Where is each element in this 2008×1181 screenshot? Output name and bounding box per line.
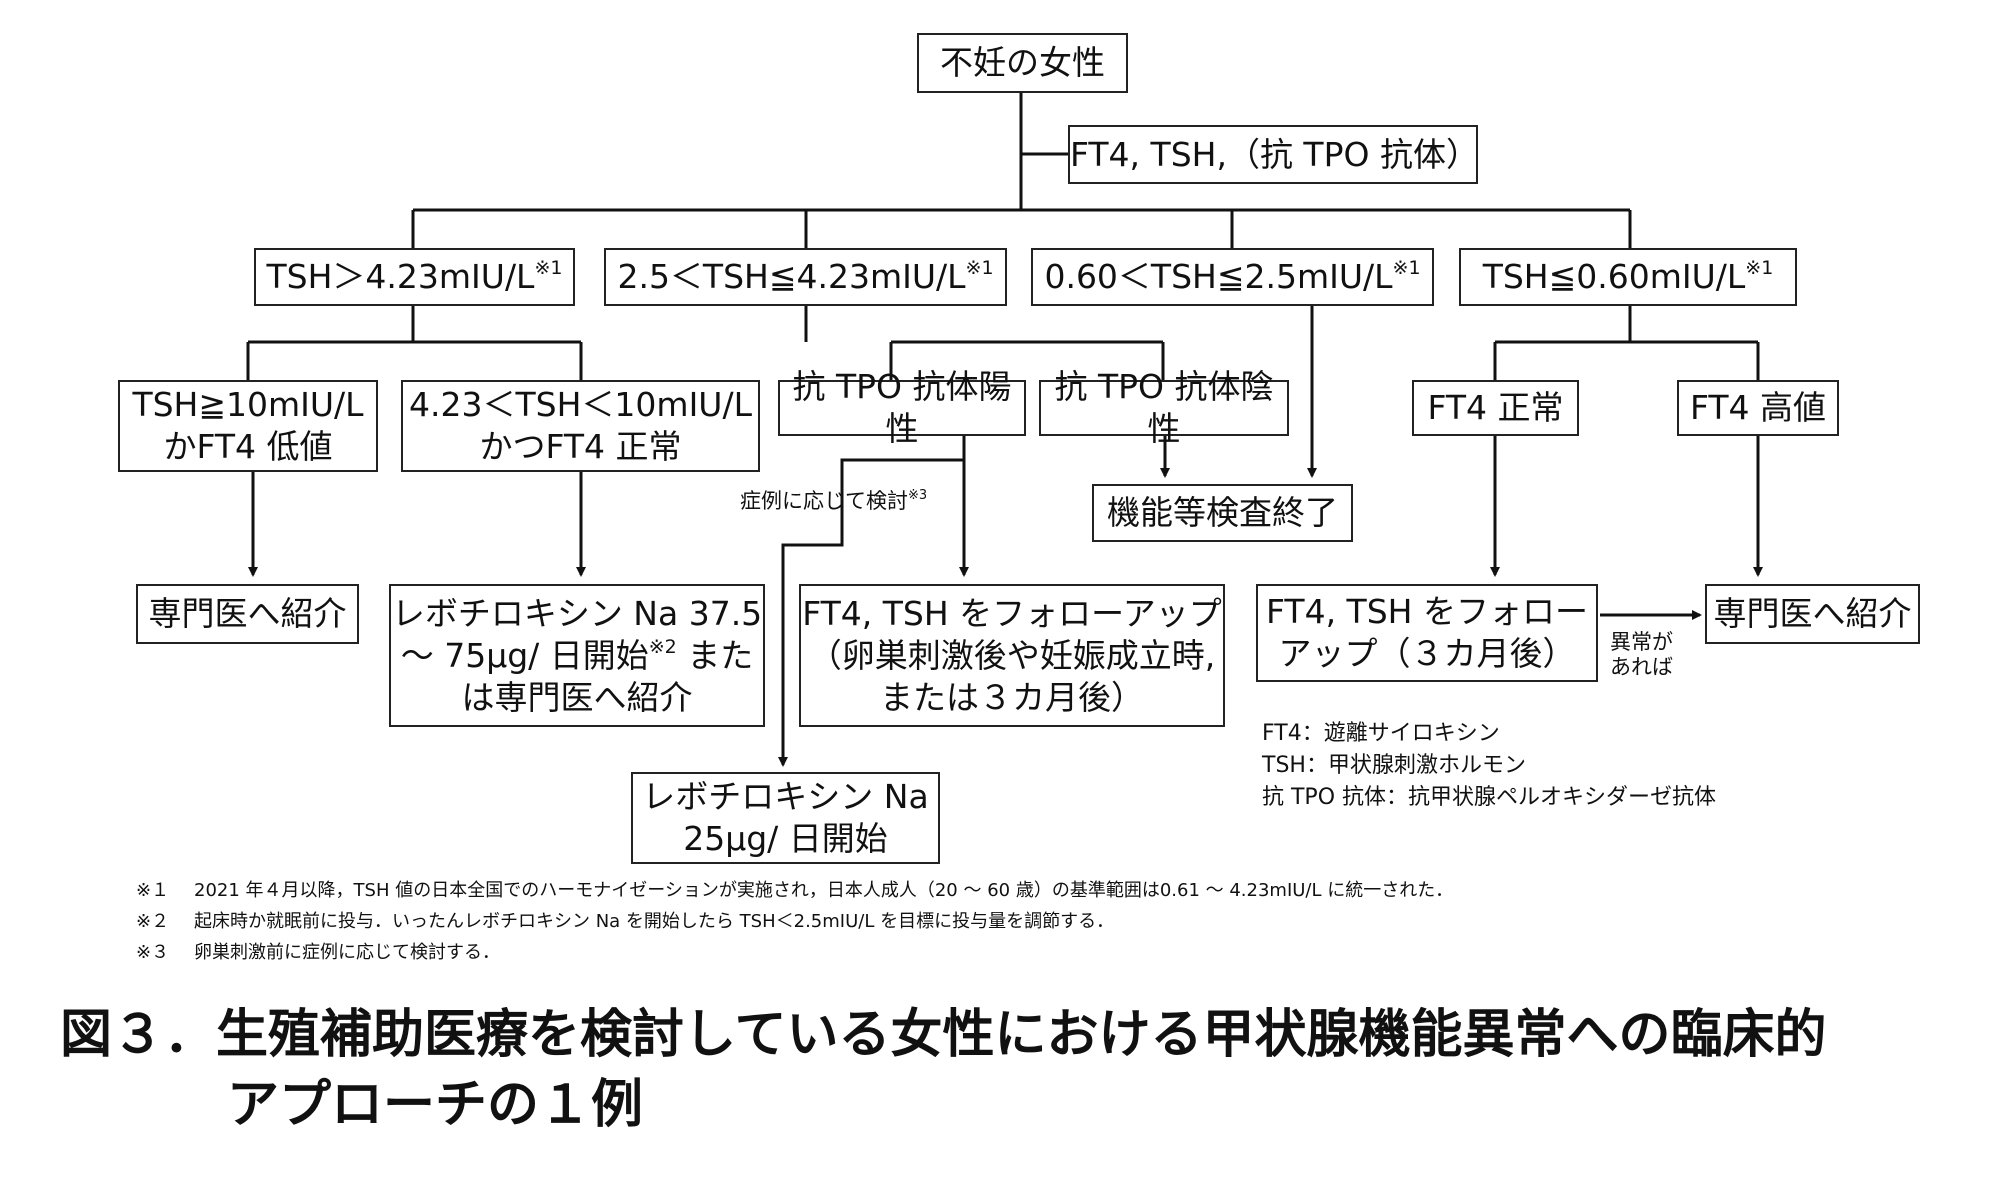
footnote-1-mark: ※１ [136, 880, 170, 901]
footnote-1-text: 2021 年４月以降，TSH 値の日本全国でのハーモナイゼーションが実施され，日… [194, 880, 1454, 901]
node-levo-range-line1: レボチロキシン Na 37.5 [391, 593, 763, 633]
node-tpo-negative-label: 抗 TPO 抗体陰性 [1054, 367, 1274, 448]
abbreviation-tpo: 抗 TPO 抗体：抗甲状腺ペルオキシダーゼ抗体 [1262, 785, 1717, 810]
node-tpo-negative: 抗 TPO 抗体陰性 [1039, 367, 1289, 448]
node-follow-mid-line3: または３カ月後） [880, 677, 1144, 717]
node-tsh-ge10-line2: かFT4 低値 [163, 427, 333, 466]
abbreviation-ft4: FT4：遊離サイロキシン [1262, 721, 1500, 746]
edge-label-case-by-case-text: 症例に応じて検討 [740, 489, 908, 513]
node-levo25-line2: 25µg/ 日開始 [683, 819, 888, 858]
node-tsh-mid-line2: かつFT4 正常 [479, 427, 682, 466]
figure-caption-line2: アプローチの１例 [227, 1075, 644, 1135]
arrow-case-by-case [778, 458, 964, 767]
figure-caption-line1: 図３．生殖補助医療を検討している女性における甲状腺機能異常への臨床的 [60, 1005, 1827, 1065]
footnote-3: ※３ 卵巣刺激前に症例に応じて検討する． [136, 940, 500, 966]
branch-tsh-low-label: TSH≦0.60mIU/L [1482, 257, 1746, 296]
high-split [246, 306, 583, 380]
edge-label-if-abnormal: 異常が あれば [1610, 630, 1673, 680]
node-tsh-mid-line1: 4.23＜TSH＜10mIU/L [409, 385, 752, 424]
footnote-ref: ※1 [965, 257, 994, 279]
node-test-end: 機能等検査終了 [1092, 484, 1353, 542]
footnote-ref: ※1 [1392, 257, 1421, 279]
branch-tsh-high: TSH＞4.23mIU/L※1 [254, 248, 575, 306]
node-levo-range-line2: ～ 75µg/ 日開始 [400, 635, 649, 675]
branch-tsh-low: TSH≦0.60mIU/L※1 [1459, 248, 1797, 306]
node-levo25-line1: レボチロキシン Na [642, 777, 929, 816]
figure-caption: 図３．生殖補助医療を検討している女性における甲状腺機能異常への臨床的 アプローチ… [60, 1000, 1826, 1140]
midhigh-split [804, 306, 1165, 380]
node-follow-mid-line1: FT4, TSH をフォローアップ [802, 593, 1222, 633]
edge-label-if-abnormal-line1: 異常が [1610, 630, 1673, 654]
node-tsh-ge10: TSH≧10mIU/L かFT4 低値 [118, 380, 378, 472]
node-levo25: レボチロキシン Na 25µg/ 日開始 [631, 772, 940, 864]
branch-tsh-normal: 0.60＜TSH≦2.5mIU/L※1 [1031, 248, 1434, 306]
node-levo-range: レボチロキシン Na 37.5 ～ 75µg/ 日開始※2 また は専門医へ紹介 [389, 584, 765, 727]
node-tpo-positive: 抗 TPO 抗体陽性 [778, 367, 1026, 448]
node-levo-range-line3: は専門医へ紹介 [461, 677, 693, 717]
node-follow-mid: FT4, TSH をフォローアップ （卵巣刺激後や妊娠成立時, または３カ月後） [799, 584, 1225, 727]
node-tpo-positive-label: 抗 TPO 抗体陽性 [792, 367, 1012, 448]
node-ft4-high-label: FT4 高値 [1689, 388, 1827, 427]
footnote-3-text: 卵巣刺激前に症例に応じて検討する． [194, 942, 500, 963]
node-ft4-high: FT4 高値 [1677, 380, 1839, 436]
footnote-2-text: 起床時か就眠前に投与．いったんレボチロキシン Na を開始したら TSH＜2.5… [194, 911, 1115, 932]
node-follow-right-line2: アップ（３カ月後） [1278, 634, 1576, 673]
node-test-end-label: 機能等検査終了 [1107, 493, 1338, 532]
node-tsh-ge10-line1: TSH≧10mIU/L [132, 385, 364, 424]
node-refer-right: 専門医へ紹介 [1705, 584, 1920, 644]
edge-label-if-abnormal-line2: あれば [1610, 655, 1673, 679]
abbreviation-tsh: TSH：甲状腺刺激ホルモン [1262, 753, 1526, 778]
footnote-1: ※１ 2021 年４月以降，TSH 値の日本全国でのハーモナイゼーションが実施され… [136, 878, 1453, 904]
footnote-ref: ※2 [648, 635, 677, 658]
footnote-ref: ※1 [1745, 257, 1774, 279]
branch-tsh-high-label: TSH＞4.23mIU/L [266, 257, 535, 296]
node-follow-right: FT4, TSH をフォロー アップ（３カ月後） [1256, 584, 1598, 682]
branch-tsh-normal-label: 0.60＜TSH≦2.5mIU/L [1044, 257, 1393, 296]
node-refer-right-label: 専門医へ紹介 [1713, 594, 1912, 633]
footnote-2: ※２ 起床時か就眠前に投与．いったんレボチロキシン Na を開始したら TSH＜2… [136, 909, 1114, 935]
root-label: 不妊の女性 [940, 43, 1105, 82]
root-node: 不妊の女性 [917, 33, 1128, 93]
footnote-ref: ※3 [908, 488, 928, 503]
test-label: FT4, TSH,（抗 TPO 抗体） [1070, 134, 1479, 174]
node-ft4-normal: FT4 正常 [1412, 380, 1579, 436]
footnote-2-mark: ※２ [136, 911, 170, 932]
abbreviation-list: FT4：遊離サイロキシン TSH：甲状腺刺激ホルモン 抗 TPO 抗体：抗甲状腺… [1262, 718, 1716, 814]
edge-label-case-by-case: 症例に応じて検討※3 [740, 488, 927, 515]
low-split [1493, 306, 1760, 380]
node-follow-mid-line2: （卵巣刺激後や妊娠成立時, [808, 635, 1216, 675]
branch-tsh-midhigh: 2.5＜TSH≦4.23mIU/L※1 [604, 248, 1007, 306]
node-refer-left-label: 専門医へ紹介 [148, 594, 347, 633]
node-tsh-mid: 4.23＜TSH＜10mIU/L かつFT4 正常 [401, 380, 760, 472]
node-follow-right-line1: FT4, TSH をフォロー [1266, 592, 1588, 631]
test-node: FT4, TSH,（抗 TPO 抗体） [1068, 125, 1479, 184]
node-refer-left: 専門医へ紹介 [136, 584, 359, 644]
footnote-3-mark: ※３ [136, 942, 170, 963]
branch-tsh-midhigh-label: 2.5＜TSH≦4.23mIU/L [617, 257, 966, 296]
node-ft4-normal-label: FT4 正常 [1427, 388, 1564, 427]
footnote-ref: ※1 [534, 257, 563, 279]
node-levo-range-line2-tail: また [676, 635, 754, 675]
